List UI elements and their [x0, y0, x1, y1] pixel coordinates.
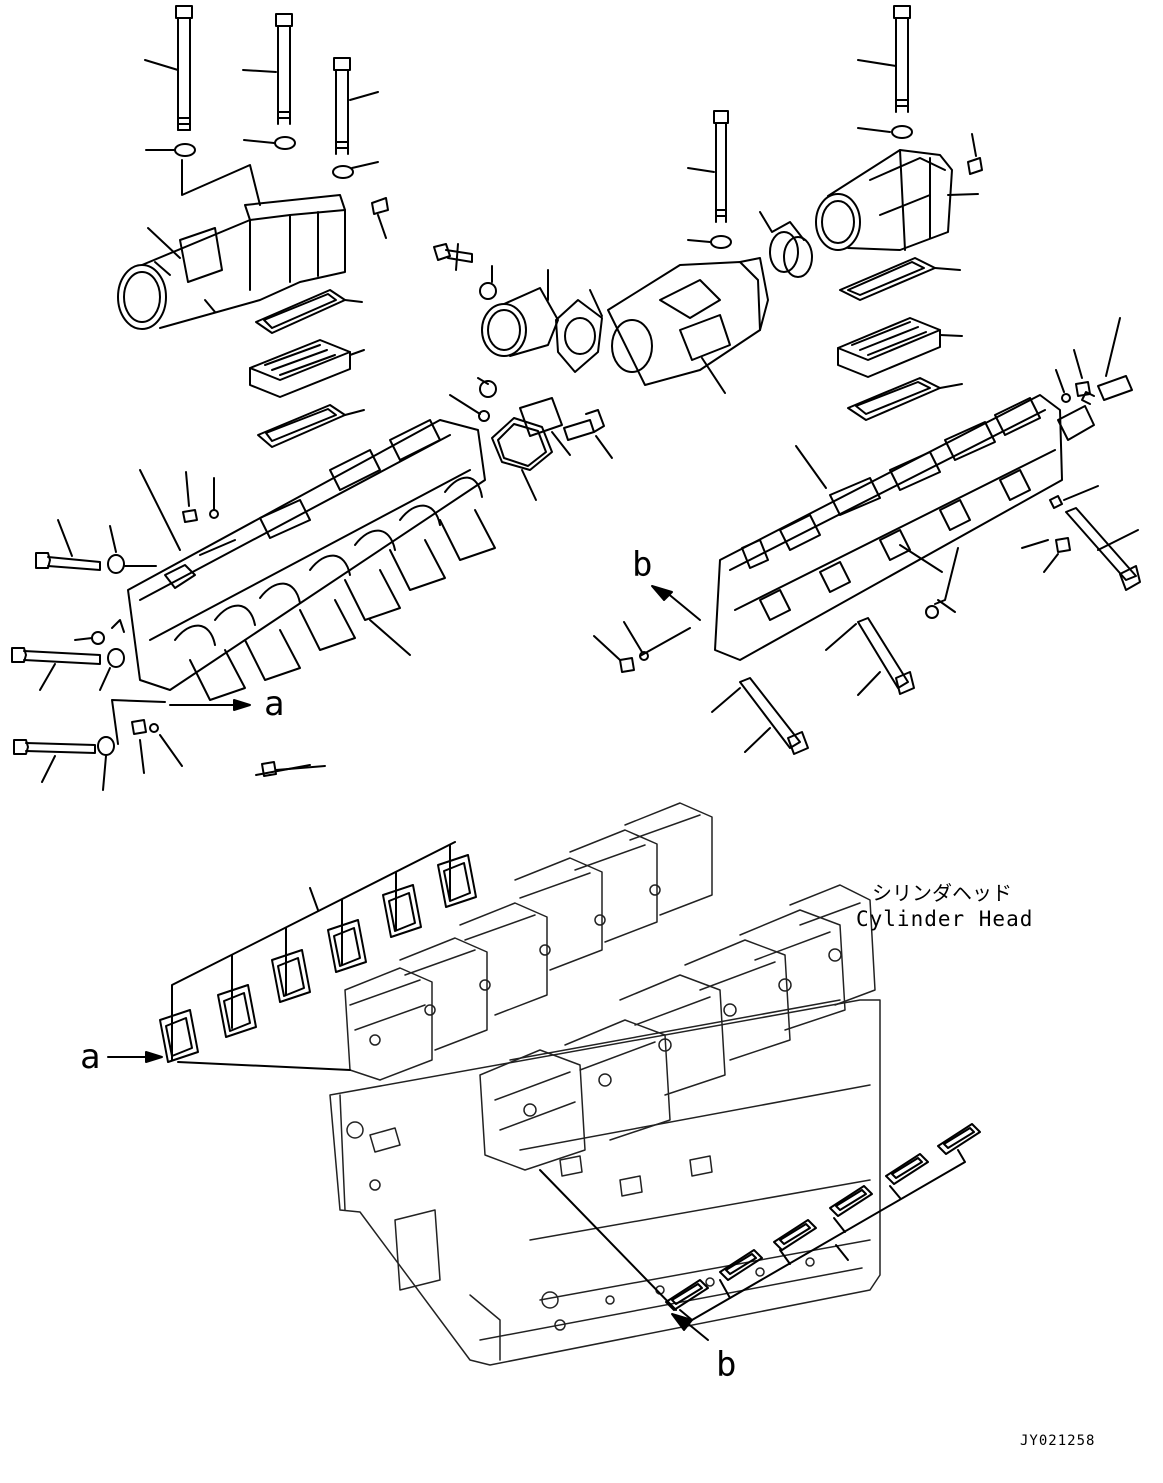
callout-a-upper: a [264, 684, 284, 724]
hose-clamps [759, 211, 813, 278]
intake-manifold-right [714, 394, 1095, 661]
manifold-bolts-left [11, 471, 326, 791]
cylinder-head-label-en: Cylinder Head [856, 907, 1033, 931]
intake-gaskets-a [159, 841, 477, 1071]
outlet-housing-right [815, 133, 983, 251]
upper-right-bolt [857, 5, 913, 139]
washer-1 [174, 143, 196, 157]
washer-2 [274, 136, 296, 150]
callout-arrow-b-upper [651, 585, 701, 621]
gasket-and-element-left [249, 289, 365, 448]
cylinder-heads-back-row [344, 802, 713, 1081]
intake-manifold-left [127, 419, 496, 701]
long-bolt-2 [275, 13, 293, 125]
outlet-pipe-left [117, 194, 389, 330]
upper-center-parts [433, 110, 769, 394]
engine-block [329, 999, 881, 1366]
callout-arrow-b-lower [671, 1313, 709, 1341]
intake-gaskets-b [539, 1123, 981, 1321]
washer-3 [332, 165, 354, 179]
cylinder-heads-front-row [479, 884, 876, 1171]
callout-arrow-a-lower [107, 1051, 163, 1063]
callout-a-lower: a [80, 1037, 100, 1077]
manifold-fittings-right [593, 317, 1141, 755]
upper-left-bolts [144, 5, 379, 206]
callout-b-lower: b [716, 1345, 736, 1385]
long-bolt-3 [333, 57, 351, 155]
cylinder-head-label-jp: シリンダヘッド [872, 881, 1012, 905]
gasket-and-element-right [837, 257, 963, 421]
callout-b-upper: b [632, 545, 652, 585]
callout-arrow-a-upper [169, 699, 251, 711]
center-fittings [449, 377, 613, 501]
drawing-number: JY021258 [1020, 1433, 1095, 1449]
long-bolt-1 [175, 5, 193, 131]
